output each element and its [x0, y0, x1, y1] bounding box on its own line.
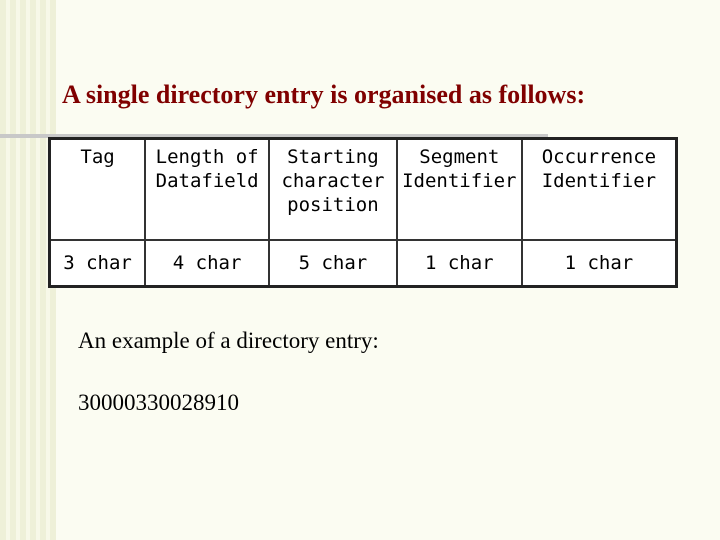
header-length-of-datafield: Length of Datafield	[145, 138, 271, 240]
directory-entry-table: Tag Length of Datafield Starting charact…	[48, 137, 678, 288]
slide-title: A single directory entry is organised as…	[62, 80, 586, 109]
decorative-stripes	[0, 0, 56, 540]
value-segment-identifier: 1 char	[396, 239, 523, 287]
value-occurrence-identifier: 1 char	[521, 239, 677, 287]
value-tag: 3 char	[49, 239, 147, 287]
value-starting-character-position: 5 char	[269, 239, 398, 287]
value-length-of-datafield: 4 char	[145, 239, 271, 287]
example-value: 30000330028910	[78, 390, 239, 415]
table-header-row: Tag Length of Datafield Starting charact…	[49, 138, 677, 240]
header-segment-identifier: Segment Identifier	[396, 138, 523, 240]
title-underline	[0, 134, 548, 138]
header-tag: Tag	[49, 138, 147, 240]
example-label: An example of a directory entry:	[78, 328, 379, 353]
table-row: 3 char 4 char 5 char 1 char 1 char	[49, 239, 677, 287]
header-starting-character-position: Starting character position	[269, 138, 398, 240]
header-occurrence-identifier: Occurrence Identifier	[541, 146, 657, 192]
